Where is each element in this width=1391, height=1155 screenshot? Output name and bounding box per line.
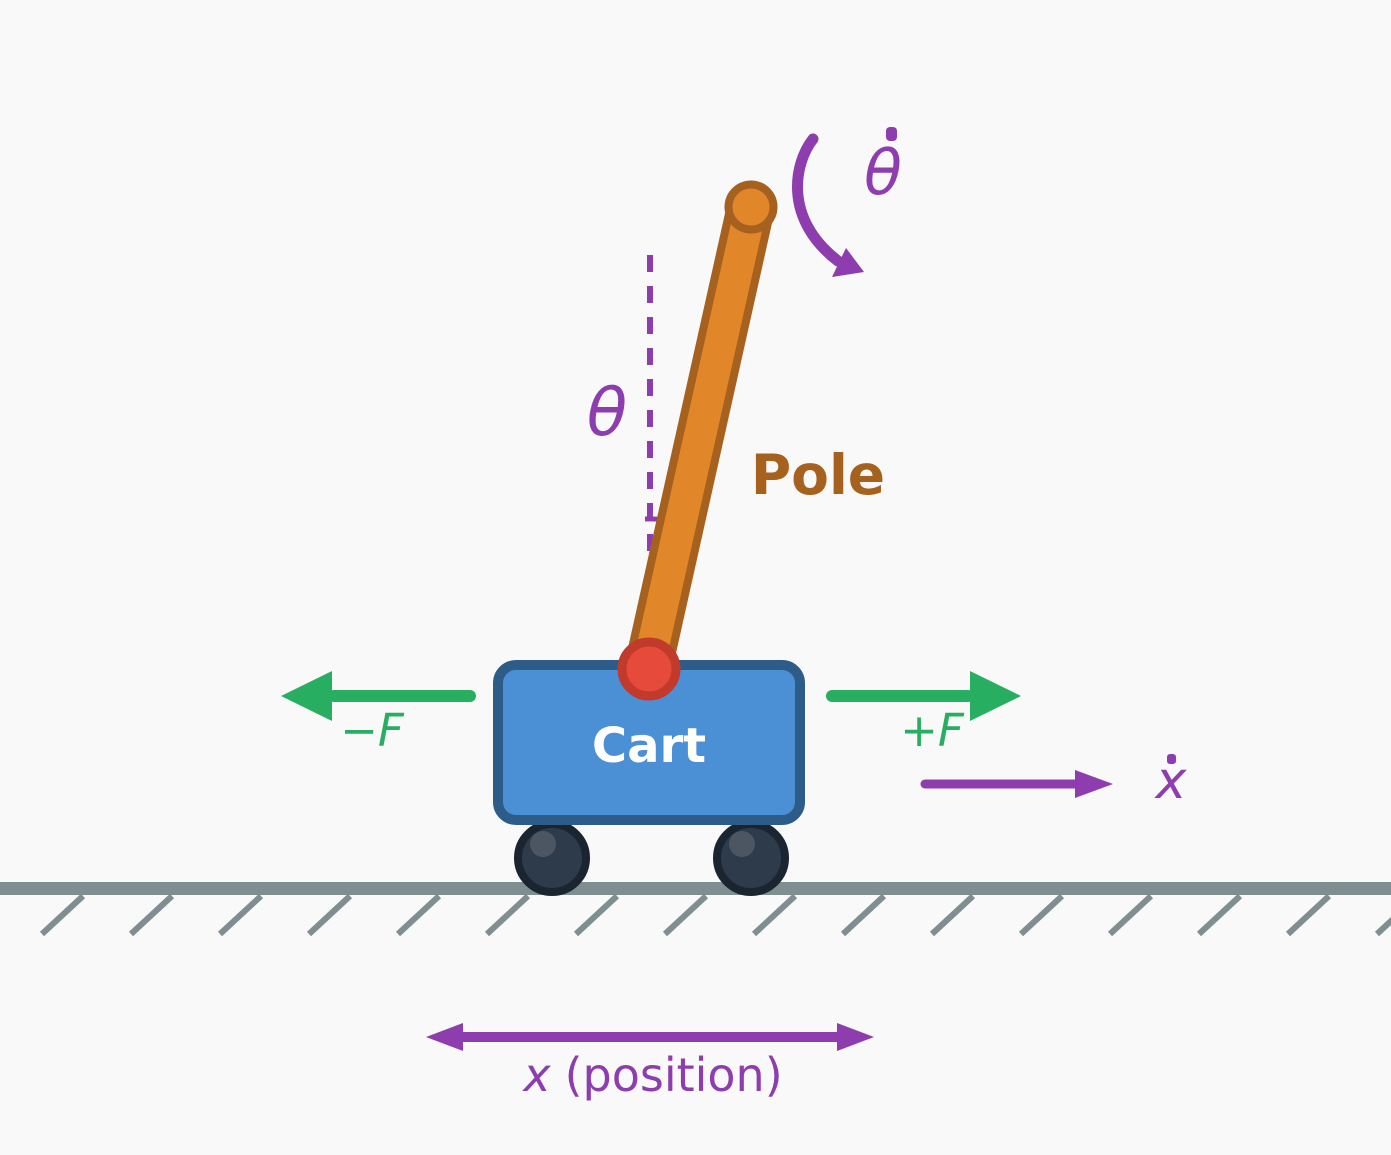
pole-pivot xyxy=(617,637,681,701)
position-range-arrow xyxy=(426,1023,874,1051)
ground-hatch-mark xyxy=(1107,893,1154,937)
velocity-arrowhead-icon xyxy=(1075,770,1113,798)
pole-label: Pole xyxy=(751,443,885,507)
ground-hatch-mark xyxy=(929,893,976,937)
force-right-arrowhead-icon xyxy=(970,671,1021,721)
ground-hatch-mark xyxy=(217,893,264,937)
angular-velocity-label: θ xyxy=(864,136,902,209)
cart-wheels xyxy=(514,820,789,896)
position-left-arrowhead-icon xyxy=(426,1023,463,1051)
force-left-arrow xyxy=(281,671,476,721)
theta-label: θ xyxy=(587,374,627,451)
position-label-x: x xyxy=(521,1048,551,1102)
pole xyxy=(625,180,778,688)
right-wheel-hub xyxy=(729,831,755,857)
ground-hatch-mark xyxy=(840,893,887,937)
ground-hatch-mark xyxy=(751,893,798,937)
left-wheel-hub xyxy=(530,831,556,857)
ground-hatch-mark xyxy=(662,893,709,937)
ground-hatch-mark xyxy=(128,893,175,937)
angular-velocity-arrow xyxy=(792,133,864,277)
right-wheel xyxy=(713,820,789,896)
velocity-overdot xyxy=(1167,754,1176,764)
pole-tip-knob xyxy=(724,180,778,234)
ground-hatch-mark xyxy=(484,893,531,937)
cart-label: Cart xyxy=(592,718,706,774)
ground-hatching xyxy=(39,893,1391,937)
velocity-arrow xyxy=(920,770,1113,798)
ground-track xyxy=(0,882,1391,895)
angular-velocity-arrowhead-icon xyxy=(832,248,864,277)
ground-hatch-mark xyxy=(1018,893,1065,937)
angular-velocity-curve xyxy=(792,133,844,267)
force-right-label: +F xyxy=(900,704,965,757)
force-right-arrow xyxy=(826,671,1021,721)
pole-shaft xyxy=(633,191,767,680)
ground-hatch-mark xyxy=(306,893,353,937)
ground-hatch-mark xyxy=(39,893,86,937)
position-label-rest: (position) xyxy=(565,1048,783,1102)
position-right-arrowhead-icon xyxy=(837,1023,874,1051)
ground-hatch-mark xyxy=(1374,916,1391,937)
ground-hatch-mark xyxy=(395,893,442,937)
force-left-arrowhead-icon xyxy=(281,671,332,721)
ground-hatch-mark xyxy=(573,893,620,937)
left-wheel xyxy=(514,820,590,896)
angular-velocity-overdot xyxy=(886,127,897,141)
ground-hatch-mark xyxy=(1285,893,1332,937)
force-left-label: −F xyxy=(340,704,405,757)
ground-hatch-mark xyxy=(1196,893,1243,937)
position-label: x (position) xyxy=(521,1048,782,1102)
